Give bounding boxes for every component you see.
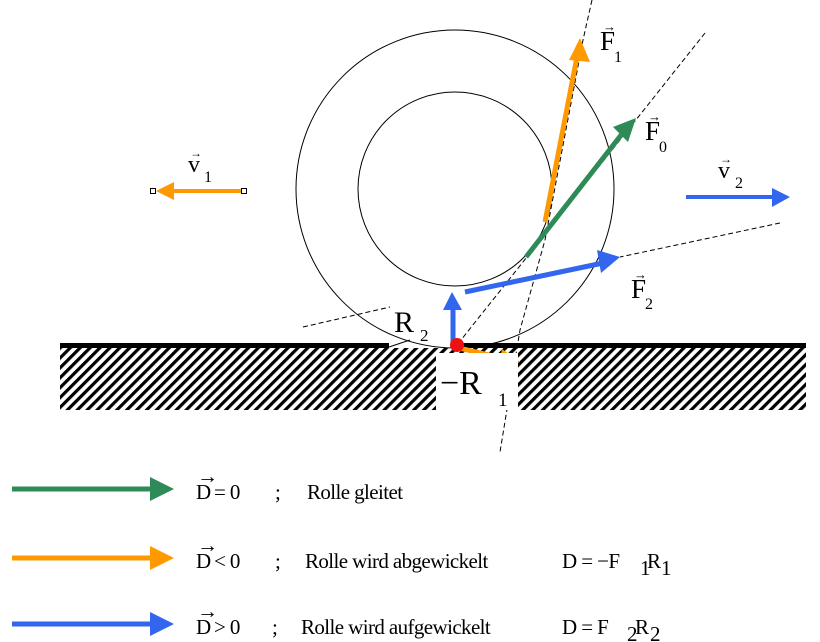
label-f1-main: F — [600, 26, 615, 56]
force-f1-arrow — [542, 38, 590, 223]
label-f1-sub: 1 — [614, 49, 622, 66]
velocity-v2-arrow — [686, 188, 790, 207]
legend-separator: ; — [272, 615, 277, 639]
legend-vec-d: D — [196, 480, 211, 504]
label-v2: v 2 → — [718, 152, 743, 192]
ground-hatch-right — [518, 348, 806, 410]
ground — [60, 343, 806, 410]
ground-hatch-left — [60, 348, 436, 410]
force-f0-arrow — [524, 118, 636, 259]
legend-item-blue: D → > 0 ; Rolle wird aufgewickelt D = F … — [12, 599, 661, 642]
legend-vec-d: D — [196, 615, 211, 639]
legend-formula: D = −F — [562, 549, 619, 573]
legend-vec-d: D — [196, 549, 211, 573]
legend-item-green: D → = 0 ; Rolle gleitet — [12, 464, 404, 504]
label-r1-main: −R — [440, 365, 482, 402]
legend-formula-sub: 2 — [627, 622, 637, 642]
vector-arrow-glyph: → — [634, 267, 647, 282]
label-r1-sub: 1 — [498, 390, 508, 411]
label-r1: −R 1 — [436, 353, 518, 411]
dashed-line-f2 — [619, 222, 781, 258]
label-f2-sub: 2 — [645, 296, 653, 313]
label-f0-main: F — [645, 116, 660, 146]
legend-formula-sub: 1 — [661, 556, 671, 580]
label-f1: F 1 → — [600, 19, 622, 66]
v1-handle-right[interactable] — [241, 188, 247, 194]
vector-arrow-glyph: → — [720, 152, 732, 166]
label-v2-main: v — [718, 158, 730, 184]
legend-separator: ; — [275, 480, 280, 504]
legend-formula-sub: 2 — [650, 622, 660, 642]
ground-surface-left — [60, 343, 389, 348]
legend-formula: D = F — [562, 615, 608, 639]
legend-description: Rolle wird abgewickelt — [305, 549, 489, 573]
velocity-v1-arrow — [150, 182, 247, 200]
legend-relation: < 0 — [214, 549, 240, 573]
legend: D → = 0 ; Rolle gleitet D → < 0 ; Rolle … — [12, 464, 672, 642]
label-v1: v 1 → — [188, 146, 212, 186]
legend-relation: = 0 — [214, 480, 240, 504]
label-r2-main: R — [394, 306, 414, 339]
legend-item-orange: D → < 0 ; Rolle wird abgewickelt D = −F … — [12, 533, 672, 580]
vector-arrow-glyph: → — [190, 146, 202, 160]
vector-arrow-glyph: → — [648, 109, 661, 124]
legend-separator: ; — [275, 549, 280, 573]
legend-description: Rolle wird aufgewickelt — [301, 615, 491, 639]
r2-vector-arrow — [443, 292, 462, 343]
vector-arrow-glyph: → — [197, 464, 217, 488]
v1-handle-left[interactable] — [150, 188, 156, 194]
label-v2-sub: 2 — [735, 175, 743, 192]
label-f2: F 2 → — [631, 267, 653, 313]
legend-relation: > 0 — [214, 615, 240, 639]
dashed-line-tangent — [302, 306, 391, 328]
label-r2: R 2 — [394, 306, 429, 345]
legend-formula-mid: R — [647, 549, 661, 573]
vector-arrow-glyph: → — [603, 19, 616, 34]
label-f0-sub: 0 — [659, 139, 667, 156]
vector-arrow-glyph: → — [197, 599, 217, 623]
label-f2-main: F — [631, 274, 646, 304]
label-r2-sub: 2 — [420, 326, 429, 345]
contact-point — [450, 338, 464, 352]
label-f0: F 0 → — [645, 109, 667, 156]
vector-arrow-glyph: → — [197, 533, 217, 557]
legend-formula-sub: 1 — [640, 556, 650, 580]
label-v1-main: v — [188, 152, 200, 178]
legend-description: Rolle gleitet — [307, 480, 403, 504]
tangent-line — [388, 339, 411, 348]
legend-formula-mid: R — [635, 615, 649, 639]
label-v1-sub: 1 — [204, 169, 212, 186]
force-f2-arrow — [464, 250, 620, 295]
ground-surface-right — [458, 343, 806, 348]
dashed-line-f0 — [456, 32, 706, 346]
inner-circle — [357, 91, 553, 287]
